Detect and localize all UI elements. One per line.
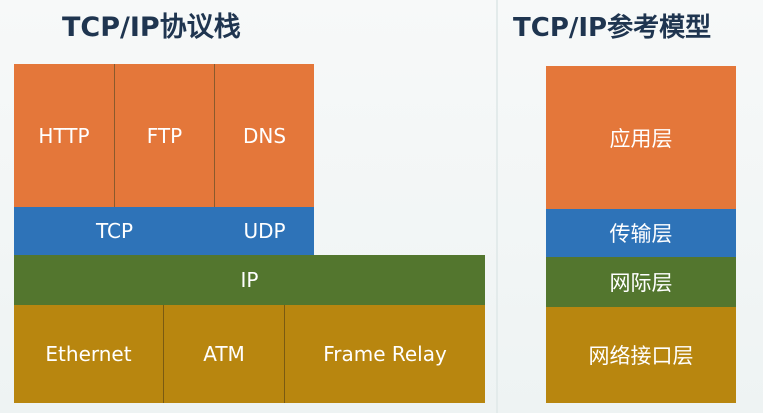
protocol-atm: ATM (164, 305, 285, 403)
tcpip-stack-title: TCP/IP协议栈 (62, 12, 241, 43)
layer-application: 应用层 (546, 66, 736, 209)
layer-transport: 传输层 (546, 209, 736, 257)
layer-network-interface: 网络接口层 (546, 307, 736, 403)
protocol-tcp: TCP (14, 207, 215, 255)
panel-divider (496, 0, 498, 413)
protocol-frame-relay: Frame Relay (285, 305, 485, 403)
protocol-dns: DNS (215, 64, 314, 207)
layer-internet: 网际层 (546, 257, 736, 307)
protocol-udp: UDP (215, 207, 314, 255)
protocol-ftp: FTP (115, 64, 215, 207)
reference-model-title: TCP/IP参考模型 (513, 13, 712, 43)
protocol-ethernet: Ethernet (14, 305, 164, 403)
protocol-http: HTTP (14, 64, 115, 207)
protocol-ip: IP (14, 255, 485, 305)
